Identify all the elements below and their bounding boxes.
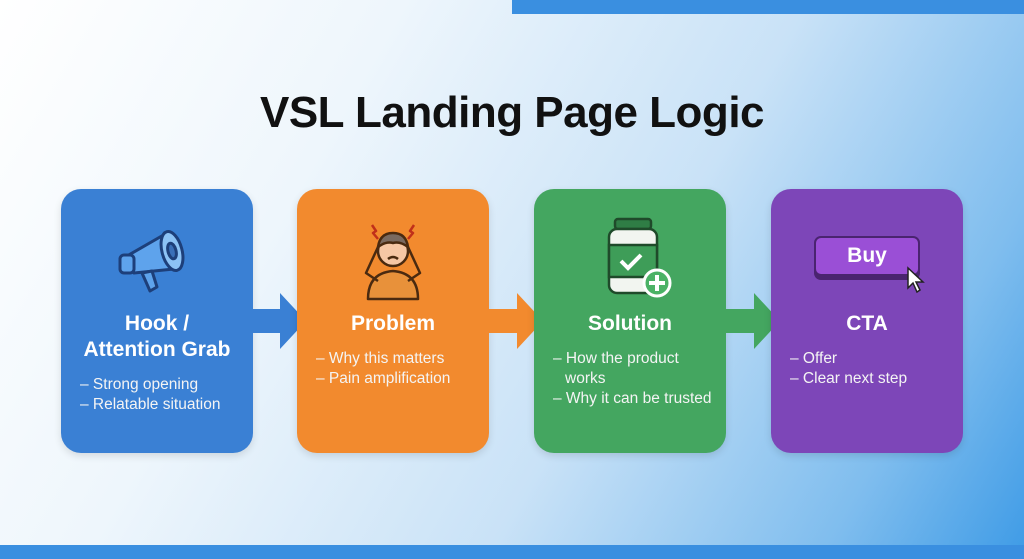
step-card-cta: Buy CTA – Offer– Clear next step [771, 189, 963, 453]
step-card-hook: Hook /Attention Grab – Strong opening– R… [61, 189, 253, 453]
step-title: Hook /Attention Grab [83, 312, 231, 361]
buy-button: Buy [814, 236, 925, 294]
step-card-problem: Problem – Why this matters– Pain amplifi… [297, 189, 489, 453]
step-title: Solution [588, 312, 672, 335]
step-bullets: – Why this matters– Pain amplification [316, 350, 451, 387]
step-bullets: – How the product works– Why it can be t… [553, 350, 712, 407]
step-bullets: – Strong opening– Relatable situation [80, 376, 221, 413]
megaphone-icon [61, 211, 253, 301]
page-title: VSL Landing Page Logic [259, 88, 765, 137]
bottom-accent-bar [0, 545, 1024, 559]
arrow-right-icon [250, 293, 306, 349]
top-accent-bar [512, 0, 1024, 14]
arrow-right-icon [724, 293, 780, 349]
product-jar-icon [534, 211, 726, 301]
cursor-icon [907, 266, 925, 294]
buy-button-icon: Buy [771, 211, 963, 301]
step-title: CTA [846, 312, 888, 335]
step-card-solution: Solution – How the product works– Why it… [534, 189, 726, 453]
arrow-right-icon [487, 293, 543, 349]
step-title: Problem [350, 312, 436, 335]
stressed-person-icon [297, 211, 489, 301]
step-bullets: – Offer– Clear next step [790, 350, 908, 387]
